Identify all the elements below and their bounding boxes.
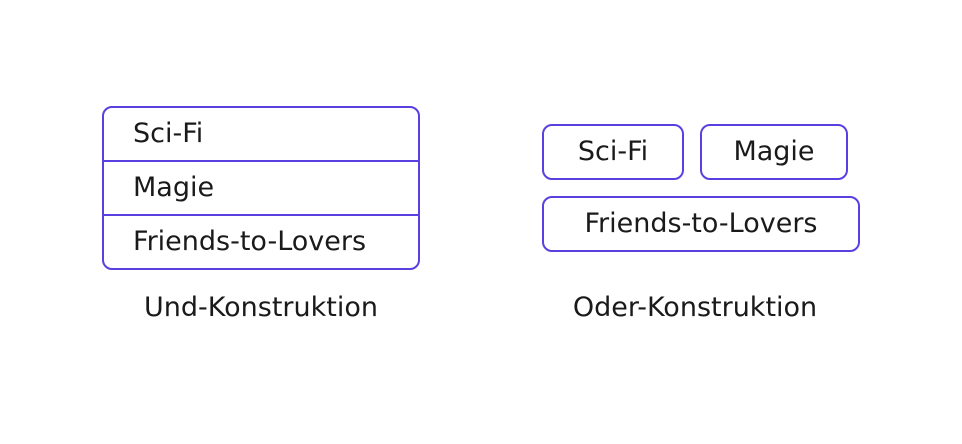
stack-row-magie: Magie xyxy=(104,160,418,214)
stack-row-friends-to-lovers: Friends-to-Lovers xyxy=(104,214,418,268)
oder-construction-caption: Oder-Konstruktion xyxy=(572,292,818,323)
und-construction-stack: Sci-Fi Magie Friends-to-Lovers xyxy=(102,106,420,270)
stack-row-scifi: Sci-Fi xyxy=(133,118,204,149)
und-construction-caption: Und-Konstruktion xyxy=(144,292,378,323)
chip-friends-to-lovers: Friends-to-Lovers xyxy=(542,196,860,252)
chip-scifi: Sci-Fi xyxy=(542,124,684,180)
chip-magie: Magie xyxy=(700,124,848,180)
